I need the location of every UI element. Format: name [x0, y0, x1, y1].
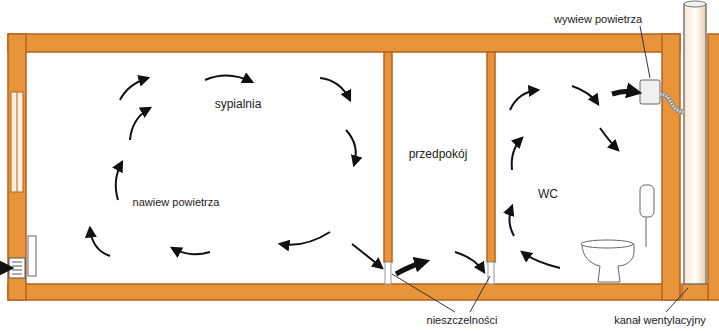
big-arrows [2, 91, 636, 274]
gap-label: nieszczelności [427, 314, 498, 326]
room-name: WC [538, 188, 558, 201]
exhaust-label: wywiew powietrza [554, 13, 642, 25]
ventilation-duct [684, 1, 706, 284]
exhaust-fan [640, 80, 684, 112]
room-name: przedpokój [409, 148, 468, 161]
walls [8, 34, 719, 300]
duct-label: kanał wentylacyjny [614, 314, 706, 326]
radiator [28, 236, 36, 276]
room-name: sypialnia [215, 98, 262, 111]
airflow-arrows [90, 75, 618, 272]
toilet [581, 185, 654, 282]
leader-lines [392, 26, 688, 312]
inlet-label: nawiew powietrza [133, 196, 220, 208]
window [11, 92, 23, 192]
inlet-arrow [0, 262, 8, 274]
inlet-vent [9, 258, 25, 278]
